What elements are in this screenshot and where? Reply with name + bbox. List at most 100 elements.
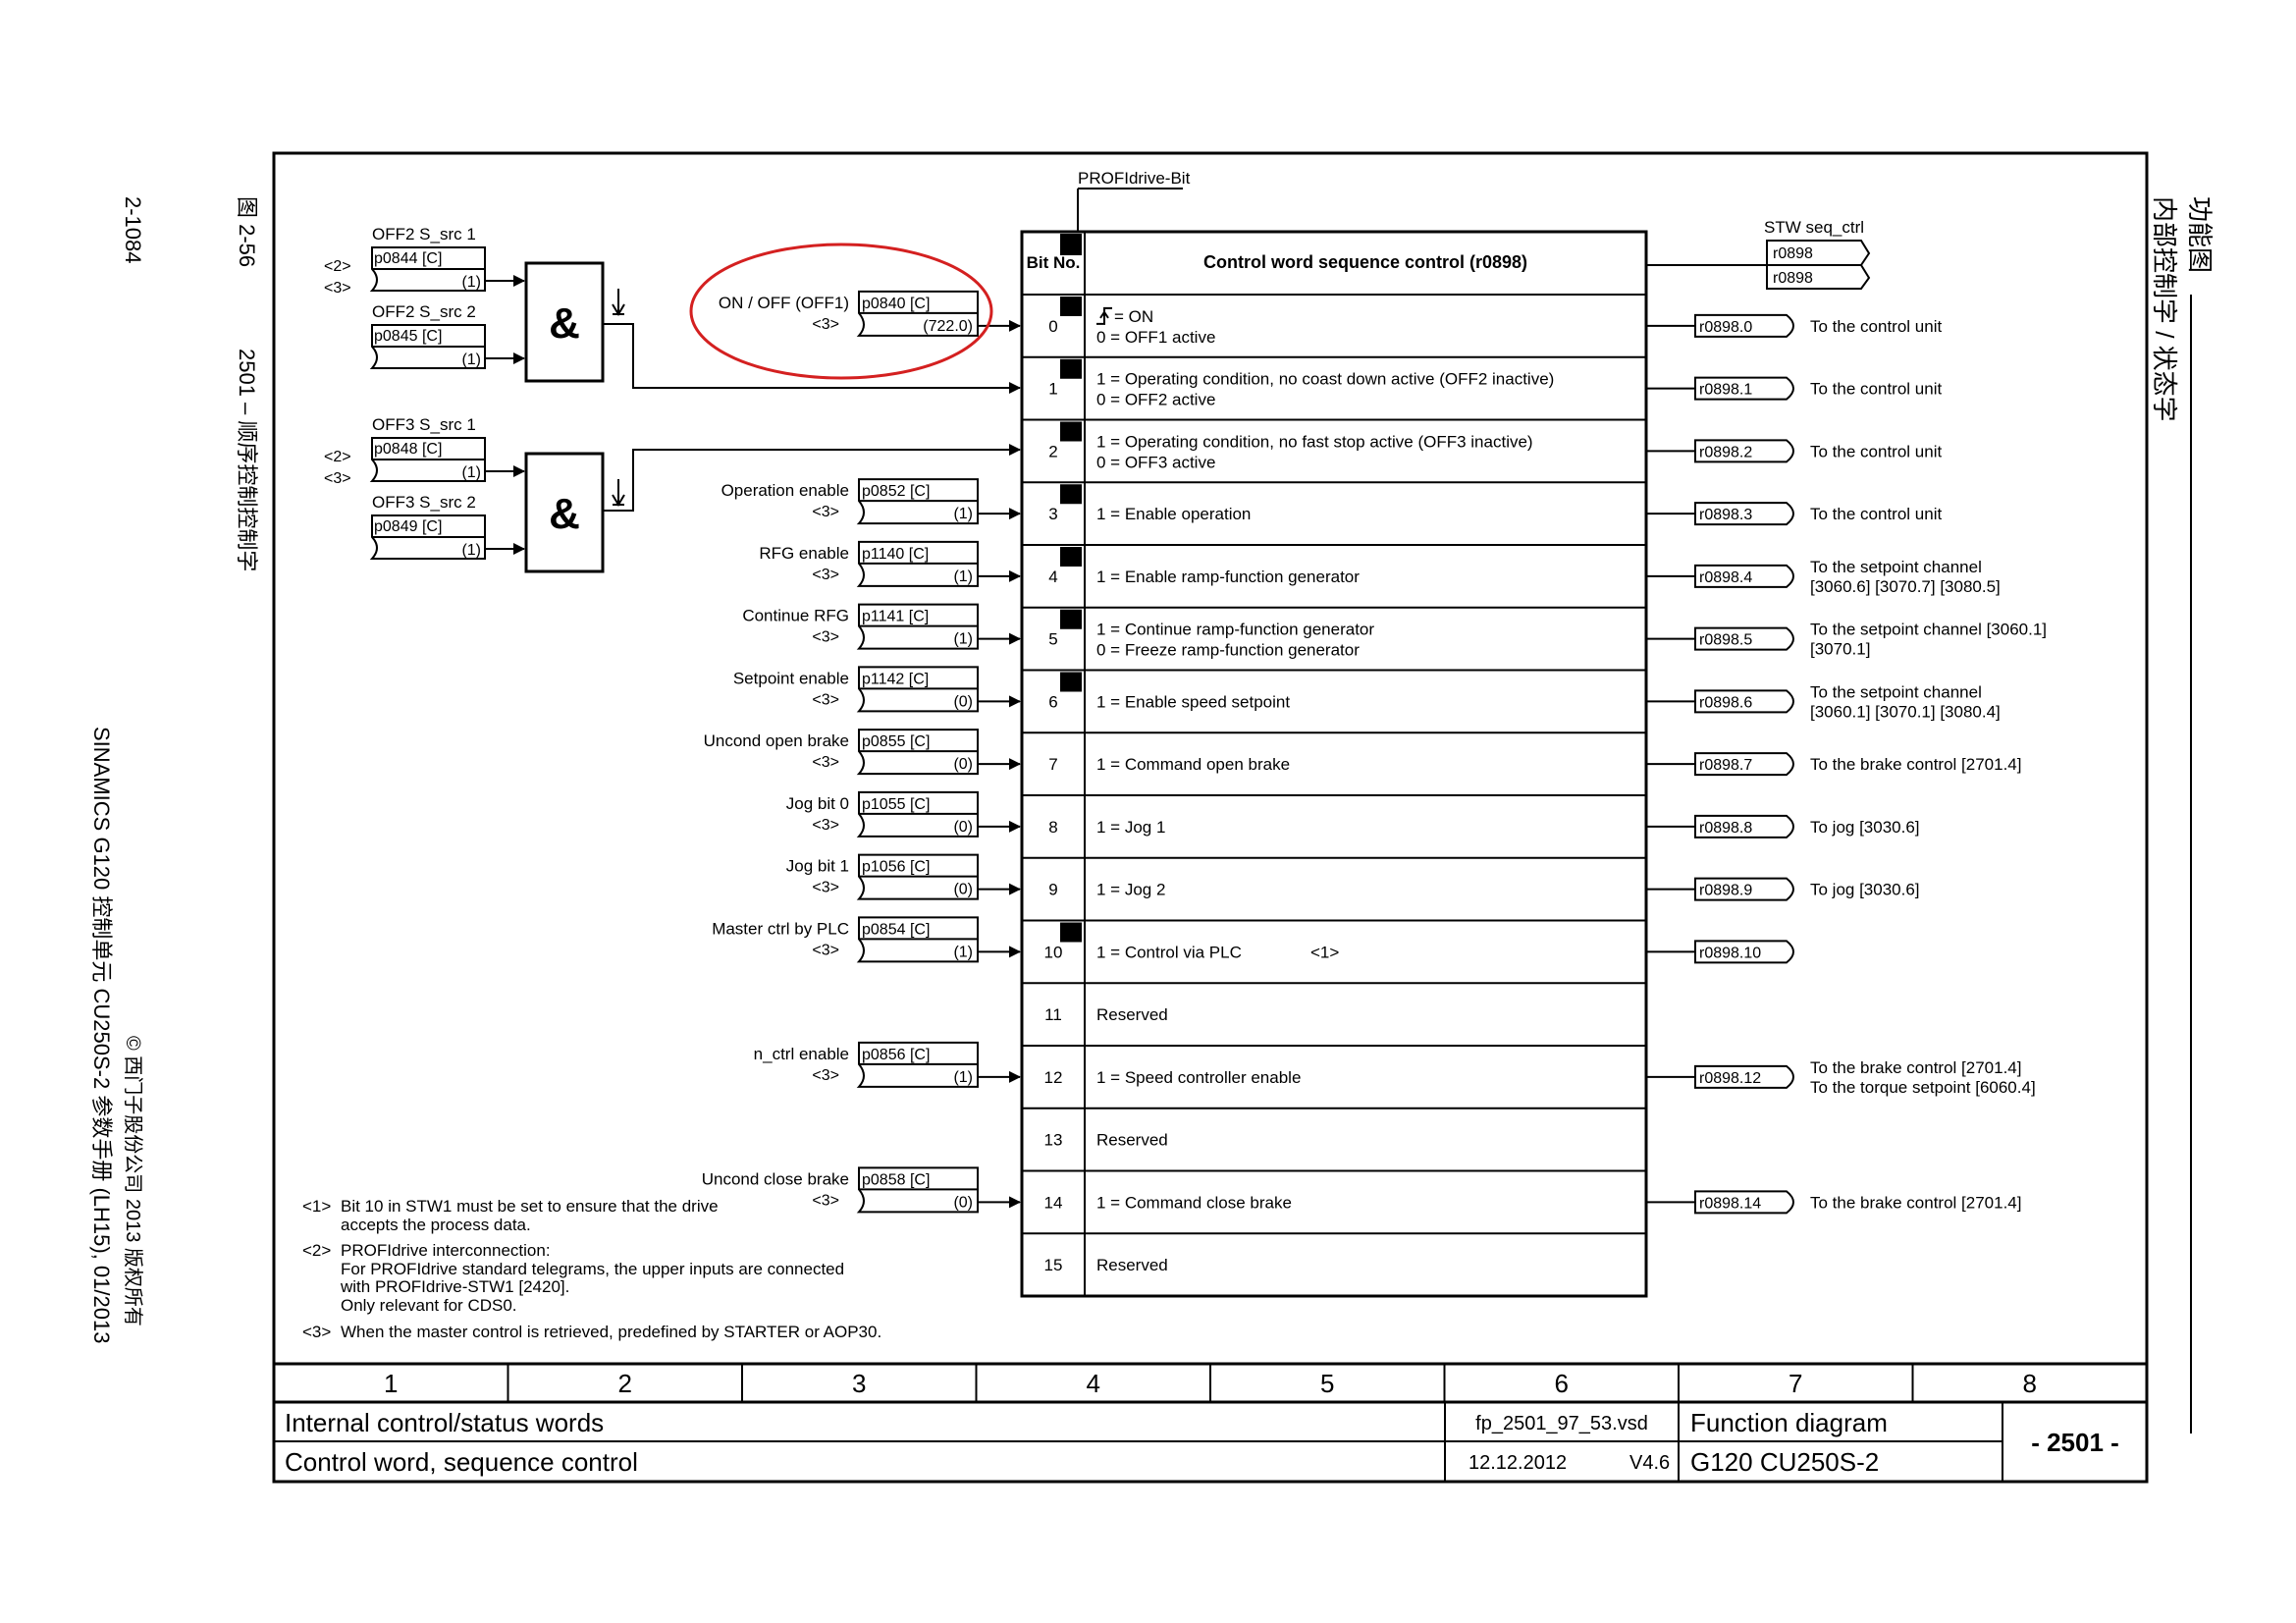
input-label: Continue RFG bbox=[742, 607, 849, 625]
off2-and-gate-group: OFF2 S_src 1 <2> <3> p0844 [C] (1) OFF2 … bbox=[324, 225, 1021, 394]
param-name: p1056 [C] bbox=[862, 859, 930, 876]
destination-line2: To the torque setpoint [6060.4] bbox=[1810, 1078, 2036, 1097]
footer-date: 12.12.2012 bbox=[1468, 1452, 1567, 1474]
bit-desc-line1: Reserved bbox=[1096, 1256, 1168, 1274]
bit-number: 9 bbox=[1048, 881, 1057, 899]
bit-note: <1> bbox=[1310, 943, 1339, 961]
input-block-2: p1140 [C](1)RFG enable<3> bbox=[759, 540, 1021, 587]
bit-desc-line1: 1 = Enable ramp-function generator bbox=[1096, 568, 1360, 586]
ref-3-a: <3> bbox=[324, 280, 351, 297]
bit-desc-line1: 1 = Operating condition, no coast down a… bbox=[1096, 370, 1554, 389]
output-param: r0898.5 bbox=[1699, 632, 1752, 649]
destination: To jog [3030.6] bbox=[1810, 818, 1920, 837]
input-label: Uncond close brake bbox=[702, 1169, 849, 1188]
control-word-table: Bit No. Control word sequence control (r… bbox=[1020, 230, 1648, 1298]
off2-src2-param: p0845 [C] bbox=[374, 328, 442, 345]
destination-line1: To the setpoint channel bbox=[1810, 682, 1982, 701]
output-connector: r0898.8 bbox=[1646, 814, 1794, 839]
off3-src2-param: p0849 [C] bbox=[374, 518, 442, 535]
profidrive-marker bbox=[1060, 547, 1082, 567]
input-label: Operation enable bbox=[721, 481, 849, 500]
bit-desc-line1: 1 = Enable operation bbox=[1096, 505, 1251, 523]
destination-line1: To the setpoint channel [3060.1] bbox=[1810, 621, 2047, 639]
off2-src1-default: (1) bbox=[461, 274, 481, 291]
input-ref: <3> bbox=[812, 629, 839, 646]
output-param: r0898.12 bbox=[1699, 1070, 1761, 1087]
input-ref: <3> bbox=[812, 1192, 839, 1209]
bit-desc-line1: Reserved bbox=[1096, 1131, 1168, 1150]
note3-tag: <3> bbox=[302, 1323, 331, 1341]
bit-desc-line1: 1 = Enable speed setpoint bbox=[1096, 692, 1290, 711]
profidrive-marker bbox=[1060, 484, 1082, 505]
footer-title1: Internal control/status words bbox=[285, 1408, 604, 1437]
param-default: (0) bbox=[953, 1194, 973, 1211]
highlight-ellipse bbox=[689, 243, 993, 380]
input-block-6: p1055 [C](0)Jog bit 0<3> bbox=[786, 790, 1021, 838]
profidrive-marker bbox=[1060, 672, 1082, 692]
off3-src1-param: p0848 [C] bbox=[374, 441, 442, 458]
footer-column-number: 1 bbox=[384, 1369, 398, 1398]
bit-desc-line1: = ON bbox=[1114, 307, 1153, 326]
input-ref: <3> bbox=[812, 504, 839, 520]
output-connector: r0898.0 bbox=[1646, 313, 1794, 338]
footer-page: - 2501 - bbox=[2031, 1428, 2119, 1457]
rising-edge-icon bbox=[1096, 306, 1112, 325]
output-param: r0898.9 bbox=[1699, 883, 1752, 899]
note3-line1: When the master control is retrieved, pr… bbox=[341, 1323, 881, 1341]
right-margin: 功能图 内部控制字 / 状态字 bbox=[2150, 196, 2215, 1434]
input-ref: <3> bbox=[812, 880, 839, 896]
output-connector: r0898.9 bbox=[1646, 877, 1794, 901]
output-param: r0898.8 bbox=[1699, 820, 1752, 837]
output-param: r0898.0 bbox=[1699, 319, 1752, 336]
input-label: Jog bit 1 bbox=[786, 857, 849, 876]
bit-desc-line1: 1 = Command open brake bbox=[1096, 755, 1290, 774]
bit-desc-line2: 0 = Freeze ramp-function generator bbox=[1096, 641, 1360, 660]
output-connector: r0898.14 bbox=[1646, 1190, 1794, 1215]
bit-desc-line1: 1 = Operating condition, no fast stop ac… bbox=[1096, 432, 1533, 451]
input-block-3: p1141 [C](1)Continue RFG<3> bbox=[742, 603, 1021, 650]
bit-desc-line1: 1 = Continue ramp-function generator bbox=[1096, 621, 1374, 639]
off3-src2-label: OFF3 S_src 2 bbox=[372, 493, 476, 512]
input-ref: <3> bbox=[812, 316, 839, 333]
bit-number: 6 bbox=[1048, 692, 1057, 711]
off2-and-symbol: & bbox=[549, 299, 580, 348]
bit-number: 7 bbox=[1048, 755, 1057, 774]
bit-number: 3 bbox=[1048, 505, 1057, 523]
output-connector: r0898.2 bbox=[1646, 439, 1794, 463]
bit-desc-line1: 1 = Jog 2 bbox=[1096, 881, 1165, 899]
footer-column-number: 5 bbox=[1320, 1369, 1334, 1398]
output-param: r0898.3 bbox=[1699, 507, 1752, 523]
ref-3-b: <3> bbox=[324, 470, 351, 487]
off3-and-symbol: & bbox=[549, 490, 580, 538]
destination: To the brake control [2701.4] bbox=[1810, 755, 2021, 774]
output-connector: r0898.10 bbox=[1646, 940, 1794, 964]
param-default: (722.0) bbox=[923, 318, 973, 335]
bit-row-5: 5 1 = Continue ramp-function generator 0 =… bbox=[1022, 609, 2047, 672]
destination: To the brake control [2701.4] bbox=[1810, 1193, 2021, 1212]
note1-line2: accepts the process data. bbox=[341, 1216, 531, 1234]
output-connector: r0898.7 bbox=[1646, 752, 1794, 777]
param-default: (0) bbox=[953, 693, 973, 710]
profidrive-marker-header bbox=[1060, 234, 1082, 255]
footnotes: <1> Bit 10 in STW1 must be set to ensure… bbox=[302, 1197, 881, 1341]
footer-column-number: 2 bbox=[618, 1369, 632, 1398]
input-label: Setpoint enable bbox=[733, 669, 849, 687]
profidrive-marker bbox=[1060, 922, 1082, 943]
bit-number: 2 bbox=[1048, 442, 1057, 460]
footer-column-number: 8 bbox=[2023, 1369, 2037, 1398]
input-label: Uncond open brake bbox=[704, 731, 849, 750]
input-block-8: p0854 [C](1)Master ctrl by PLC<3> bbox=[712, 916, 1021, 963]
footer-column-number: 7 bbox=[1789, 1369, 1802, 1398]
param-name: p0852 [C] bbox=[862, 483, 930, 500]
manual-title: SINAMICS G120 控制单元 CU250S-2 参数手册 (LH15),… bbox=[89, 727, 114, 1343]
bit-number: 5 bbox=[1048, 630, 1057, 649]
bit-desc-line1: 1 = Speed controller enable bbox=[1096, 1068, 1301, 1087]
